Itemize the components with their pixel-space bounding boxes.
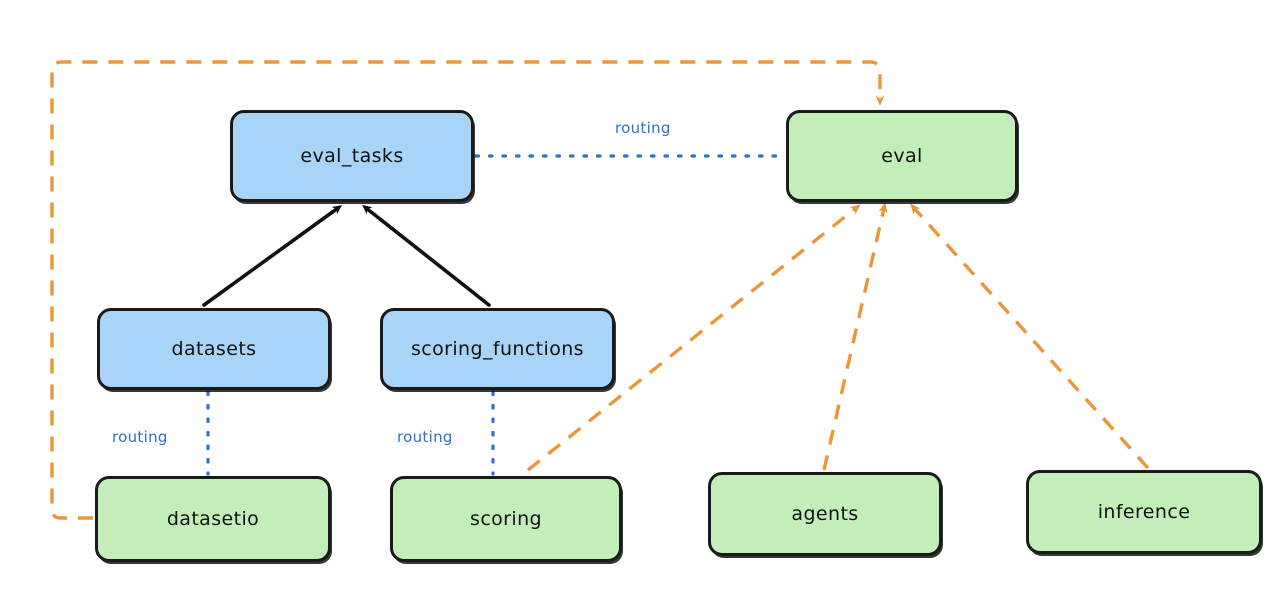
node-label: datasetio [166, 508, 260, 530]
edge-scoring-to-eval [526, 204, 861, 472]
node-label: datasets [171, 338, 257, 360]
node-label: eval [881, 145, 923, 167]
node-datasetio[interactable]: datasetio [95, 476, 331, 562]
node-scoring-functions[interactable]: scoring_functions [380, 308, 615, 390]
node-datasets[interactable]: datasets [97, 308, 331, 390]
node-label: scoring_functions [411, 338, 584, 360]
edge-agents-to-eval [822, 202, 888, 471]
edge-scoring-functions-to-eval-tasks [362, 204, 491, 307]
edge-datasets-to-eval-tasks [202, 205, 343, 307]
edge-inference-to-eval [909, 203, 1150, 470]
node-label: scoring [470, 508, 542, 530]
node-scoring[interactable]: scoring [390, 476, 622, 562]
edge-label-eval-tasks-eval: routing [615, 119, 671, 137]
node-label: eval_tasks [300, 145, 404, 167]
edge-label-scoring-functions-scoring: routing [397, 428, 453, 446]
node-inference[interactable]: inference [1026, 470, 1262, 554]
node-label: agents [791, 503, 859, 525]
node-eval[interactable]: eval [786, 110, 1018, 202]
node-eval-tasks[interactable]: eval_tasks [230, 110, 474, 202]
node-agents[interactable]: agents [708, 472, 942, 556]
node-label: inference [1097, 501, 1191, 523]
edge-label-datasets-datasetio: routing [112, 428, 168, 446]
edge-datasetio-to-eval [50, 60, 885, 520]
